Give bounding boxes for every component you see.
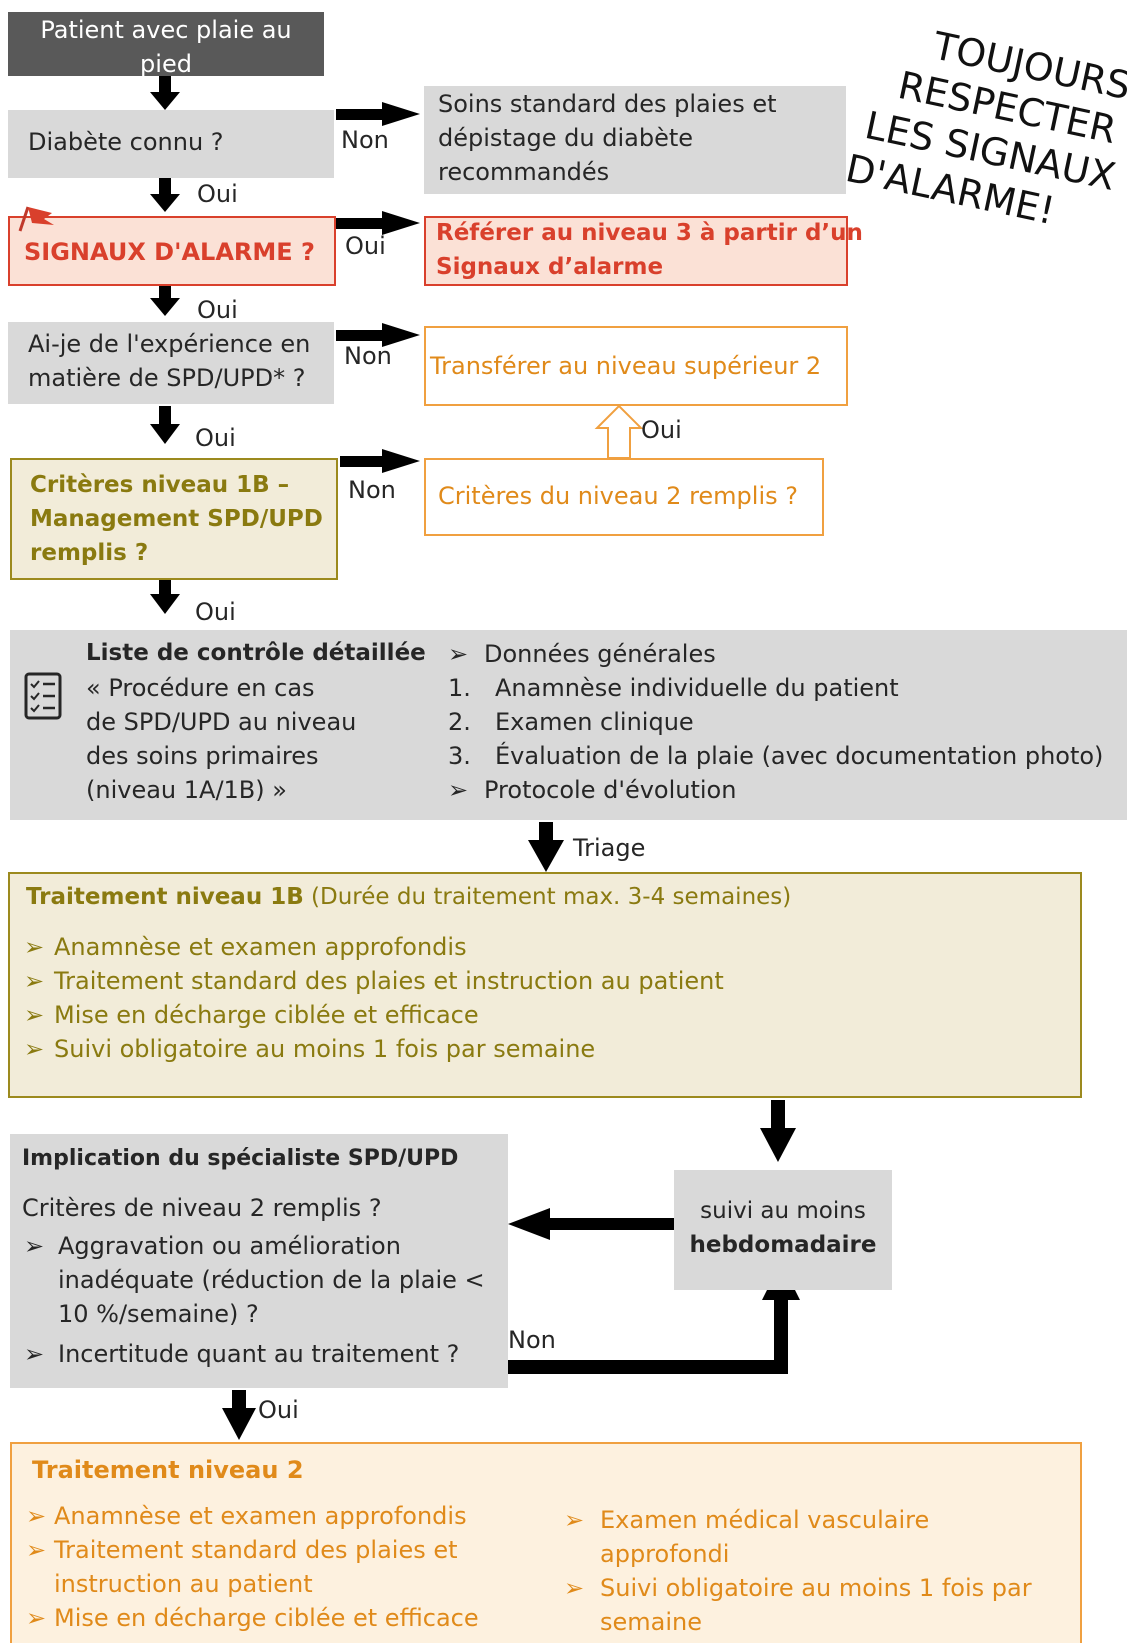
up-hollow-arrow [594, 404, 644, 459]
treatment-1b-item: ➢Suivi obligatoire au moins 1 fois par s… [24, 1035, 596, 1063]
down-arrows [150, 76, 800, 1440]
treatment-2-box: Traitement niveau 2 ➢ Anamnèse et examen… [10, 1442, 1082, 1643]
checklist-marker-1: 1. [448, 674, 471, 702]
treatment-2-right-item-2b: semaine [600, 1608, 702, 1636]
treatment-2-title: Traitement niveau 2 [32, 1456, 304, 1484]
red-flag-icon [18, 206, 54, 232]
treatment-2-right-item-1a: Examen médical vasculaire [600, 1506, 930, 1534]
treatment-2-left-item-1: Anamnèse et examen approfondis [54, 1502, 467, 1530]
experience-question-1: Ai-je de l'expérience en [28, 330, 311, 358]
standard-care-box: Soins standard des plaies et dépistage d… [424, 86, 846, 194]
standard-care-3: recommandés [438, 158, 610, 186]
standard-care-2: dépistage du diabète [438, 124, 694, 152]
treatment-1b-item: ➢Mise en décharge ciblée et efficace [24, 1001, 479, 1029]
standard-care-1: Soins standard des plaies et [438, 90, 777, 118]
checklist-marker-4: ➢ [448, 776, 469, 804]
treatment-2-right-item-2a: Suivi obligatoire au moins 1 fois par [600, 1574, 1032, 1602]
start-text-1: Patient avec plaie au [40, 16, 292, 44]
specialist-no-label: Non [508, 1326, 556, 1354]
criteria-1b-line-2: Management SPD/UPD [30, 506, 323, 532]
checklist-marker-3: 3. [448, 742, 471, 770]
specialist-item-1-line-1: Aggravation ou amélioration [58, 1232, 401, 1260]
treatment-1b-item: ➢Anamnèse et examen approfondis [24, 933, 467, 961]
specialist-item-2: Incertitude quant au traitement ? [58, 1340, 460, 1368]
treatment-2-left-arrow-2: ➢ [26, 1536, 47, 1564]
experience-question-box: Ai-je de l'expérience en matière de SPD/… [8, 322, 334, 404]
criteria-yes-label: Oui [195, 598, 236, 626]
treatment-1b-box: Traitement niveau 1B (Durée du traitemen… [8, 872, 1082, 1098]
up-yes-label: Oui [641, 416, 682, 444]
checklist-item-4: Protocole d'évolution [484, 776, 737, 804]
alarm-right-label: Oui [345, 232, 386, 260]
criteria-1b-line-3: remplis ? [30, 540, 149, 566]
treatment-2-left-item-2b: instruction au patient [54, 1570, 313, 1598]
checklist-item-3: Évaluation de la plaie (avec documentati… [495, 742, 1104, 770]
alarm-question-box: SIGNAUX D'ALARME ? [8, 216, 336, 286]
refer-line-2: Signaux d’alarme [436, 254, 664, 280]
checklist-desc-1: « Procédure en cas [86, 674, 315, 702]
checklist-marker-0: ➢ [448, 640, 469, 668]
treatment-2-left-item-3: Mise en décharge ciblée et efficace [54, 1604, 479, 1632]
treatment-2-right-arrow-1: ➢ [564, 1506, 585, 1534]
specialist-box: Implication du spécialiste SPD/UPD Critè… [10, 1134, 508, 1388]
start-text-2: pied [140, 50, 192, 78]
followup-line-1: suivi au moins [700, 1198, 866, 1224]
treatment-2-left-arrow-3: ➢ [26, 1604, 47, 1632]
treatment-2-right-item-1b: approfondi [600, 1540, 730, 1568]
specialist-title: Implication du spécialiste SPD/UPD [22, 1146, 459, 1171]
transfer-text: Transférer au niveau supérieur 2 [430, 352, 822, 380]
triage-label: Triage [573, 834, 646, 862]
criteria-1b-box: Critères niveau 1B – Management SPD/UPD … [10, 458, 338, 580]
transfer-box: Transférer au niveau supérieur 2 [424, 326, 848, 406]
treatment-1b-item: ➢Traitement standard des plaies et instr… [24, 967, 724, 995]
experience-question-2: matière de SPD/UPD* ? [28, 364, 306, 392]
checklist-item-0: Données générales [484, 640, 716, 668]
treatment-1b-title-rest: (Durée du traitement max. 3-4 semaines) [303, 884, 792, 910]
experience-yes-label: Oui [195, 424, 236, 452]
checklist-desc-4: (niveau 1A/1B) » [86, 776, 287, 804]
diabetes-question: Diabète connu ? [28, 128, 224, 156]
criteria-no-label: Non [348, 476, 396, 504]
experience-no-label: Non [344, 342, 392, 370]
checklist-icon [24, 672, 62, 720]
refer-box: Référer au niveau 3 à partir d’un Signau… [424, 216, 863, 286]
alarm-down-label: Oui [197, 296, 238, 324]
criteria-1b-line-1: Critères niveau 1B – [30, 472, 290, 498]
treatment-1b-title: Traitement niveau 1B (Durée du traitemen… [26, 884, 791, 910]
treatment-1b-list: ➢Anamnèse et examen approfondis ➢Traitem… [24, 930, 724, 1066]
specialist-item-1-line-2: inadéquate (réduction de la plaie < [58, 1266, 485, 1294]
start-box: Patient avec plaie au pied [8, 12, 324, 78]
diabetes-question-box: Diabète connu ? [8, 110, 334, 178]
specialist-yes-label: Oui [258, 1396, 299, 1424]
specialist-arrow-2: ➢ [24, 1340, 45, 1368]
checklist-item-2: Examen clinique [495, 708, 694, 736]
diabetes-no-label: Non [341, 126, 389, 154]
checklist-desc-2: de SPD/UPD au niveau [86, 708, 357, 736]
alarm-question: SIGNAUX D'ALARME ? [24, 238, 315, 266]
specialist-arrow-1: ➢ [24, 1232, 45, 1260]
refer-line-1: Référer au niveau 3 à partir d’un [436, 220, 863, 246]
followup-box: suivi au moins hebdomadaire [674, 1170, 892, 1290]
specialist-question: Critères de niveau 2 remplis ? [22, 1194, 382, 1222]
checklist-box: Liste de contrôle détaillée « Procédure … [10, 630, 1127, 820]
treatment-2-left-item-2a: Traitement standard des plaies et [54, 1536, 458, 1564]
level2-criteria-box: Critères du niveau 2 remplis ? [424, 458, 824, 536]
diabetes-yes-label: Oui [197, 180, 238, 208]
level2-criteria-text: Critères du niveau 2 remplis ? [438, 482, 798, 510]
treatment-1b-title-bold: Traitement niveau 1B [26, 884, 304, 910]
treatment-2-left-arrow-1: ➢ [26, 1502, 47, 1530]
checklist-desc-3: des soins primaires [86, 742, 319, 770]
followup-line-2: hebdomadaire [689, 1232, 877, 1258]
treatment-2-right-arrow-2: ➢ [564, 1574, 585, 1602]
checklist-item-1: Anamnèse individuelle du patient [495, 674, 899, 702]
checklist-marker-2: 2. [448, 708, 471, 736]
checklist-title: Liste de contrôle détaillée [86, 640, 426, 666]
specialist-item-1-line-3: 10 %/semaine) ? [58, 1300, 259, 1328]
